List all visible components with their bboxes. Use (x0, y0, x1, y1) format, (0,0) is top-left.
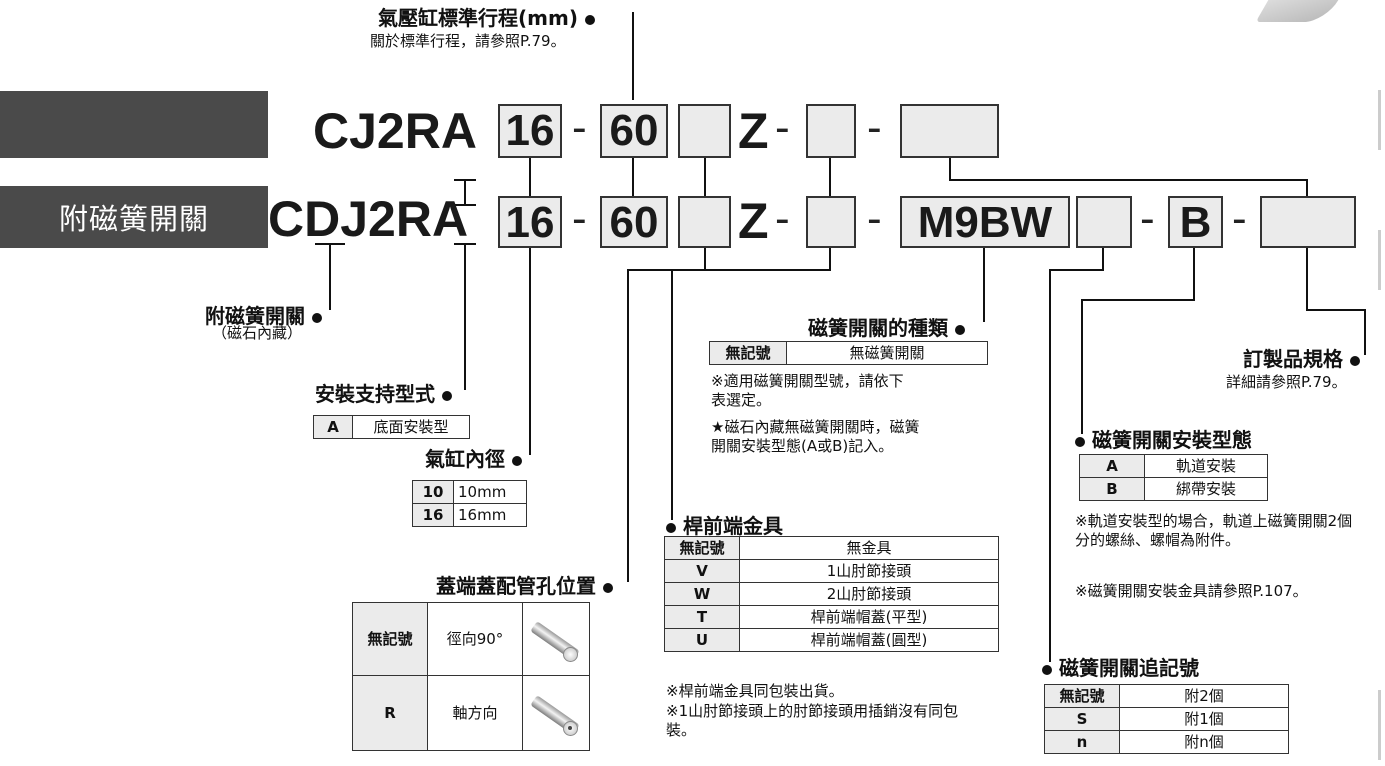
rod-end-note-1: ※桿前端金具同包裝出貨。 (666, 682, 844, 700)
row1-stroke-box: 60 (600, 104, 668, 158)
row2-bore-box: 16 (498, 196, 562, 248)
radial-rod-image (527, 615, 580, 663)
bore-size-title: 氣缸內徑 (425, 443, 522, 472)
row2-mount-box: B (1168, 196, 1223, 248)
table-row: A 底面安裝型 (313, 415, 470, 439)
row1-dash: - (867, 103, 882, 152)
row2-z-code: Z (738, 193, 769, 249)
row2-dash: - (867, 194, 882, 243)
switch-type-title: 磁簧開關的種類 (808, 312, 965, 341)
stroke-note: 關於標準行程，請參照P.79。 (370, 32, 566, 50)
port-table: 無記號 徑向90° R 軸方向 (352, 602, 590, 751)
axial-rod-image (527, 689, 580, 737)
page-edge-mark (1378, 90, 1381, 150)
row2-qty-box (1076, 196, 1132, 248)
table-row: R 軸方向 (352, 675, 590, 751)
rod-end-title: 桿前端金具 (666, 510, 783, 539)
bullet-dot-icon (441, 390, 452, 401)
row1-z-code: Z (738, 103, 769, 159)
bullet-dot-icon (1075, 436, 1085, 447)
bullet-dot-icon (954, 324, 965, 335)
switch-mount-note-1: ※軌道安裝型的場合，軌道上磁簧開關2個分的螺絲、螺帽為附件。 (1075, 512, 1353, 549)
switch-type-table: 無記號 無磁簧開關 (709, 341, 988, 365)
with-switch-note: （磁石內藏） (212, 324, 303, 342)
row1-bore-box: 16 (498, 104, 562, 158)
row2-dash: - (572, 194, 587, 243)
row2-dash: - (1232, 194, 1247, 243)
bullet-dot-icon (311, 312, 322, 323)
rod-end-note-2: ※1山肘節接頭上的肘節接頭用插銷沒有同包裝。 (666, 702, 959, 739)
row1-dash: - (775, 103, 790, 152)
row2-dash: - (775, 194, 790, 243)
bullet-dot-icon (1042, 664, 1052, 675)
switch-mount-title: 磁簧開關安裝型態 (1075, 424, 1252, 453)
row2-label-bar: 附磁簧開關 (0, 186, 268, 248)
table-row: 10 10mm (412, 480, 527, 504)
bullet-dot-icon (584, 14, 595, 25)
made-to-order-note: 詳細請參照P.79。 (1226, 373, 1347, 391)
row2-model-code: CDJ2RA (268, 191, 469, 247)
port-title: 蓋端蓋配管孔位置 (436, 570, 613, 599)
mount-style-title: 安裝支持型式 (315, 378, 452, 407)
bore-size-table: 10 10mm 16 16mm (412, 480, 527, 527)
made-to-order-title: 訂製品規格 (1243, 343, 1360, 372)
mount-style-table: A 底面安裝型 (313, 415, 470, 439)
bullet-dot-icon (602, 582, 613, 593)
bullet-dot-icon (511, 455, 522, 466)
row2-dash: - (1140, 194, 1155, 243)
row1-rod-end-box (806, 104, 856, 158)
page-edge-mark (1378, 230, 1381, 290)
table-row: 無記號附2個 (1044, 684, 1289, 708)
with-switch-title: 附磁簧開關 (205, 300, 322, 329)
row2-switch-box: M9BW (900, 196, 1070, 248)
page-edge-mark (1378, 690, 1381, 760)
stroke-title: 氣壓缸標準行程(mm) (378, 2, 595, 31)
row1-port-box (678, 104, 731, 158)
switch-qty-title: 磁簧開關追記號 (1042, 652, 1199, 681)
bullet-dot-icon (1349, 355, 1360, 366)
row1-label-bar (0, 91, 268, 158)
row2-stroke-box: 60 (600, 196, 668, 248)
table-row: 無記號 徑向90° (352, 602, 590, 676)
row1-option-box (900, 104, 999, 158)
switch-mount-note-2: ※磁簧開關安裝金具請參照P.107。 (1075, 582, 1308, 600)
row1-dash: - (572, 103, 587, 152)
table-row: 無記號 無磁簧開關 (709, 341, 988, 365)
row2-rod-end-box (806, 196, 856, 248)
switch-type-note-2: ★磁石內藏無磁簧開關時，磁簧開關安裝型態(A或B)記入。 (711, 418, 920, 455)
row2-order-box (1260, 196, 1356, 248)
table-row: 無記號無金具 (664, 536, 999, 560)
row2-port-box (678, 196, 731, 248)
table-row: 16 16mm (412, 503, 527, 527)
bullet-dot-icon (666, 522, 676, 533)
row1-model-code: CJ2RA (313, 103, 477, 159)
switch-type-note-1: ※適用磁簧開關型號，請依下表選定。 (711, 372, 904, 409)
